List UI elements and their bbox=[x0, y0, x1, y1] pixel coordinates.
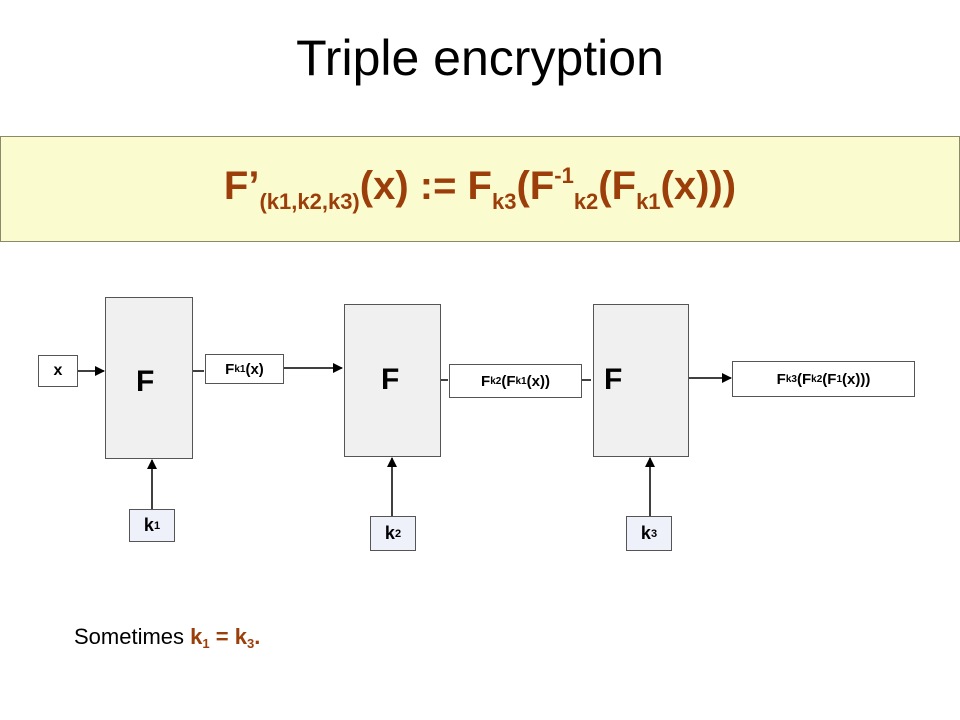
triple-encryption-formula: F’(k1,k2,k3)(x) := Fk3(F-1k2(Fk1(x))) bbox=[223, 163, 737, 214]
formula-box: F’(k1,k2,k3)(x) := Fk3(F-1k2(Fk1(x))) bbox=[0, 136, 960, 242]
block-f1: F bbox=[105, 297, 193, 459]
slide-title: Triple encryption bbox=[296, 30, 664, 86]
note-text: Sometimes k1 = k3. bbox=[74, 624, 261, 651]
block-f2: F bbox=[344, 304, 441, 457]
block-f3: F bbox=[593, 304, 689, 457]
input-x: x bbox=[38, 355, 78, 387]
